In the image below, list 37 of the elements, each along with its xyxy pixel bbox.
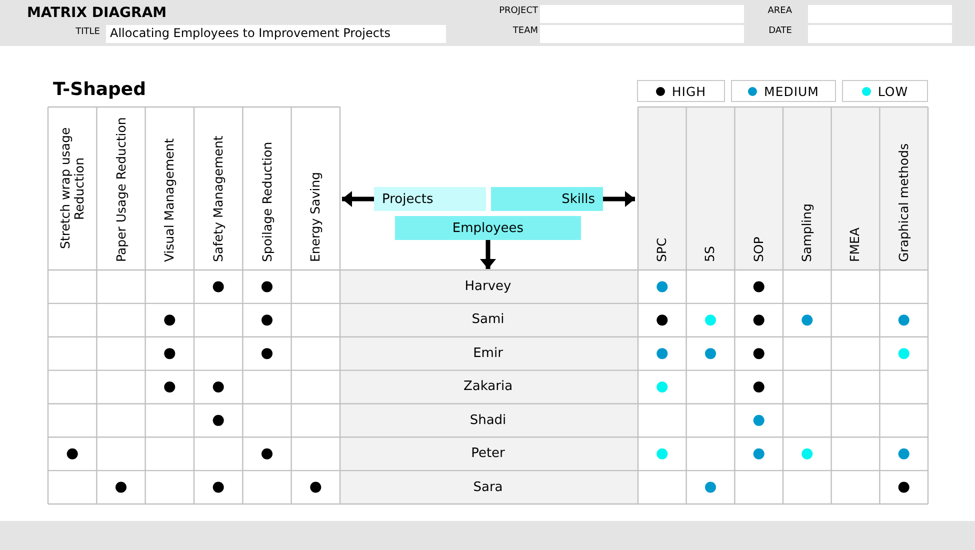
column-header: Safety Management	[209, 134, 226, 262]
column-header: Spoilage Reduction	[258, 140, 276, 262]
section-heading: T-Shaped	[53, 79, 148, 102]
column-header: Visual Management	[160, 137, 178, 262]
legend-text: HIGH	[672, 84, 706, 98]
label-box: Employees	[395, 216, 581, 240]
field-label: TITLE	[74, 27, 100, 39]
label-box: Projects	[374, 187, 486, 211]
column-header: Stretch wrap usage Reduction	[56, 126, 88, 252]
column-header: FMEA	[846, 226, 864, 262]
column-header: Paper Usage Reduction	[112, 116, 130, 262]
label-box: Skills	[491, 187, 603, 211]
column-header: 5S	[701, 245, 718, 262]
diagram-title: MATRIX DIAGRAM	[27, 5, 168, 23]
column-header: Sampling	[798, 202, 816, 262]
column-header: Graphical methods	[894, 142, 912, 262]
row-label: Harvey	[464, 279, 512, 295]
row-label: Sami	[470, 312, 506, 328]
column-header: SOP	[750, 236, 767, 262]
arrow	[342, 191, 374, 207]
row-label: Shadi	[468, 412, 508, 429]
field-label: AREA	[766, 6, 792, 18]
title-field: Allocating Employees to Improvement Projects	[106, 25, 446, 43]
column-band	[340, 270, 638, 504]
arrow	[603, 191, 635, 207]
row-label: Sara	[472, 480, 504, 496]
column-header: SPC	[653, 236, 670, 262]
arrow	[480, 240, 496, 269]
field-label: PROJECT	[498, 6, 538, 18]
legend-text: LOW	[878, 84, 908, 98]
field-label: TEAM	[512, 26, 538, 38]
legend-text: MEDIUM	[764, 84, 819, 98]
row-label: Emir	[472, 346, 504, 362]
field-label: DATE	[768, 26, 792, 38]
row-label: Zakaria	[462, 379, 514, 396]
column-header: Energy Saving	[306, 170, 324, 262]
row-label: Peter	[470, 446, 506, 462]
